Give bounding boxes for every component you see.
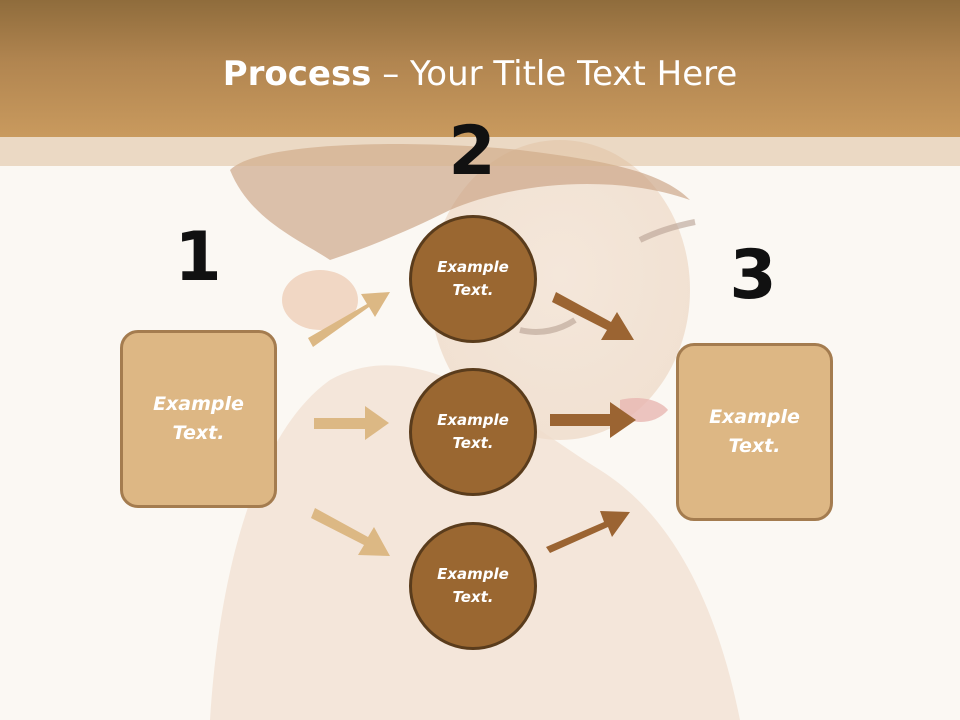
circle-top-text: Example Text. <box>437 258 509 299</box>
arrow-left-to-circle-3 <box>311 508 390 556</box>
step-number-1: 1 <box>174 218 222 297</box>
circle-bottom-text: Example Text. <box>437 565 509 606</box>
header-band <box>0 0 960 137</box>
step-number-2: 2 <box>448 112 496 191</box>
circle-middle-text: Example Text. <box>437 411 509 452</box>
step-1-box: Example Text. <box>120 330 277 508</box>
step-1-text: Example Text. <box>153 393 244 444</box>
step-2-circle-middle: Example Text. <box>409 368 537 496</box>
step-2-circle-bottom: Example Text. <box>409 522 537 650</box>
slide-title: Process – Your Title Text Here <box>0 52 960 96</box>
step-3-box: Example Text. <box>676 343 833 521</box>
arrow-left-to-circle-2 <box>314 406 389 440</box>
header-strip <box>0 137 960 166</box>
step-3-text: Example Text. <box>709 406 800 457</box>
arrow-left-to-circle-1 <box>308 292 390 347</box>
arrow-circle-1-to-right <box>552 292 634 340</box>
arrow-circle-3-to-right <box>546 511 630 553</box>
arrow-circle-2-to-right <box>550 402 636 438</box>
step-2-circle-top: Example Text. <box>409 215 537 343</box>
step-number-3: 3 <box>729 236 777 315</box>
title-bold: Process <box>222 54 372 94</box>
title-rest: – Your Title Text Here <box>371 54 738 94</box>
